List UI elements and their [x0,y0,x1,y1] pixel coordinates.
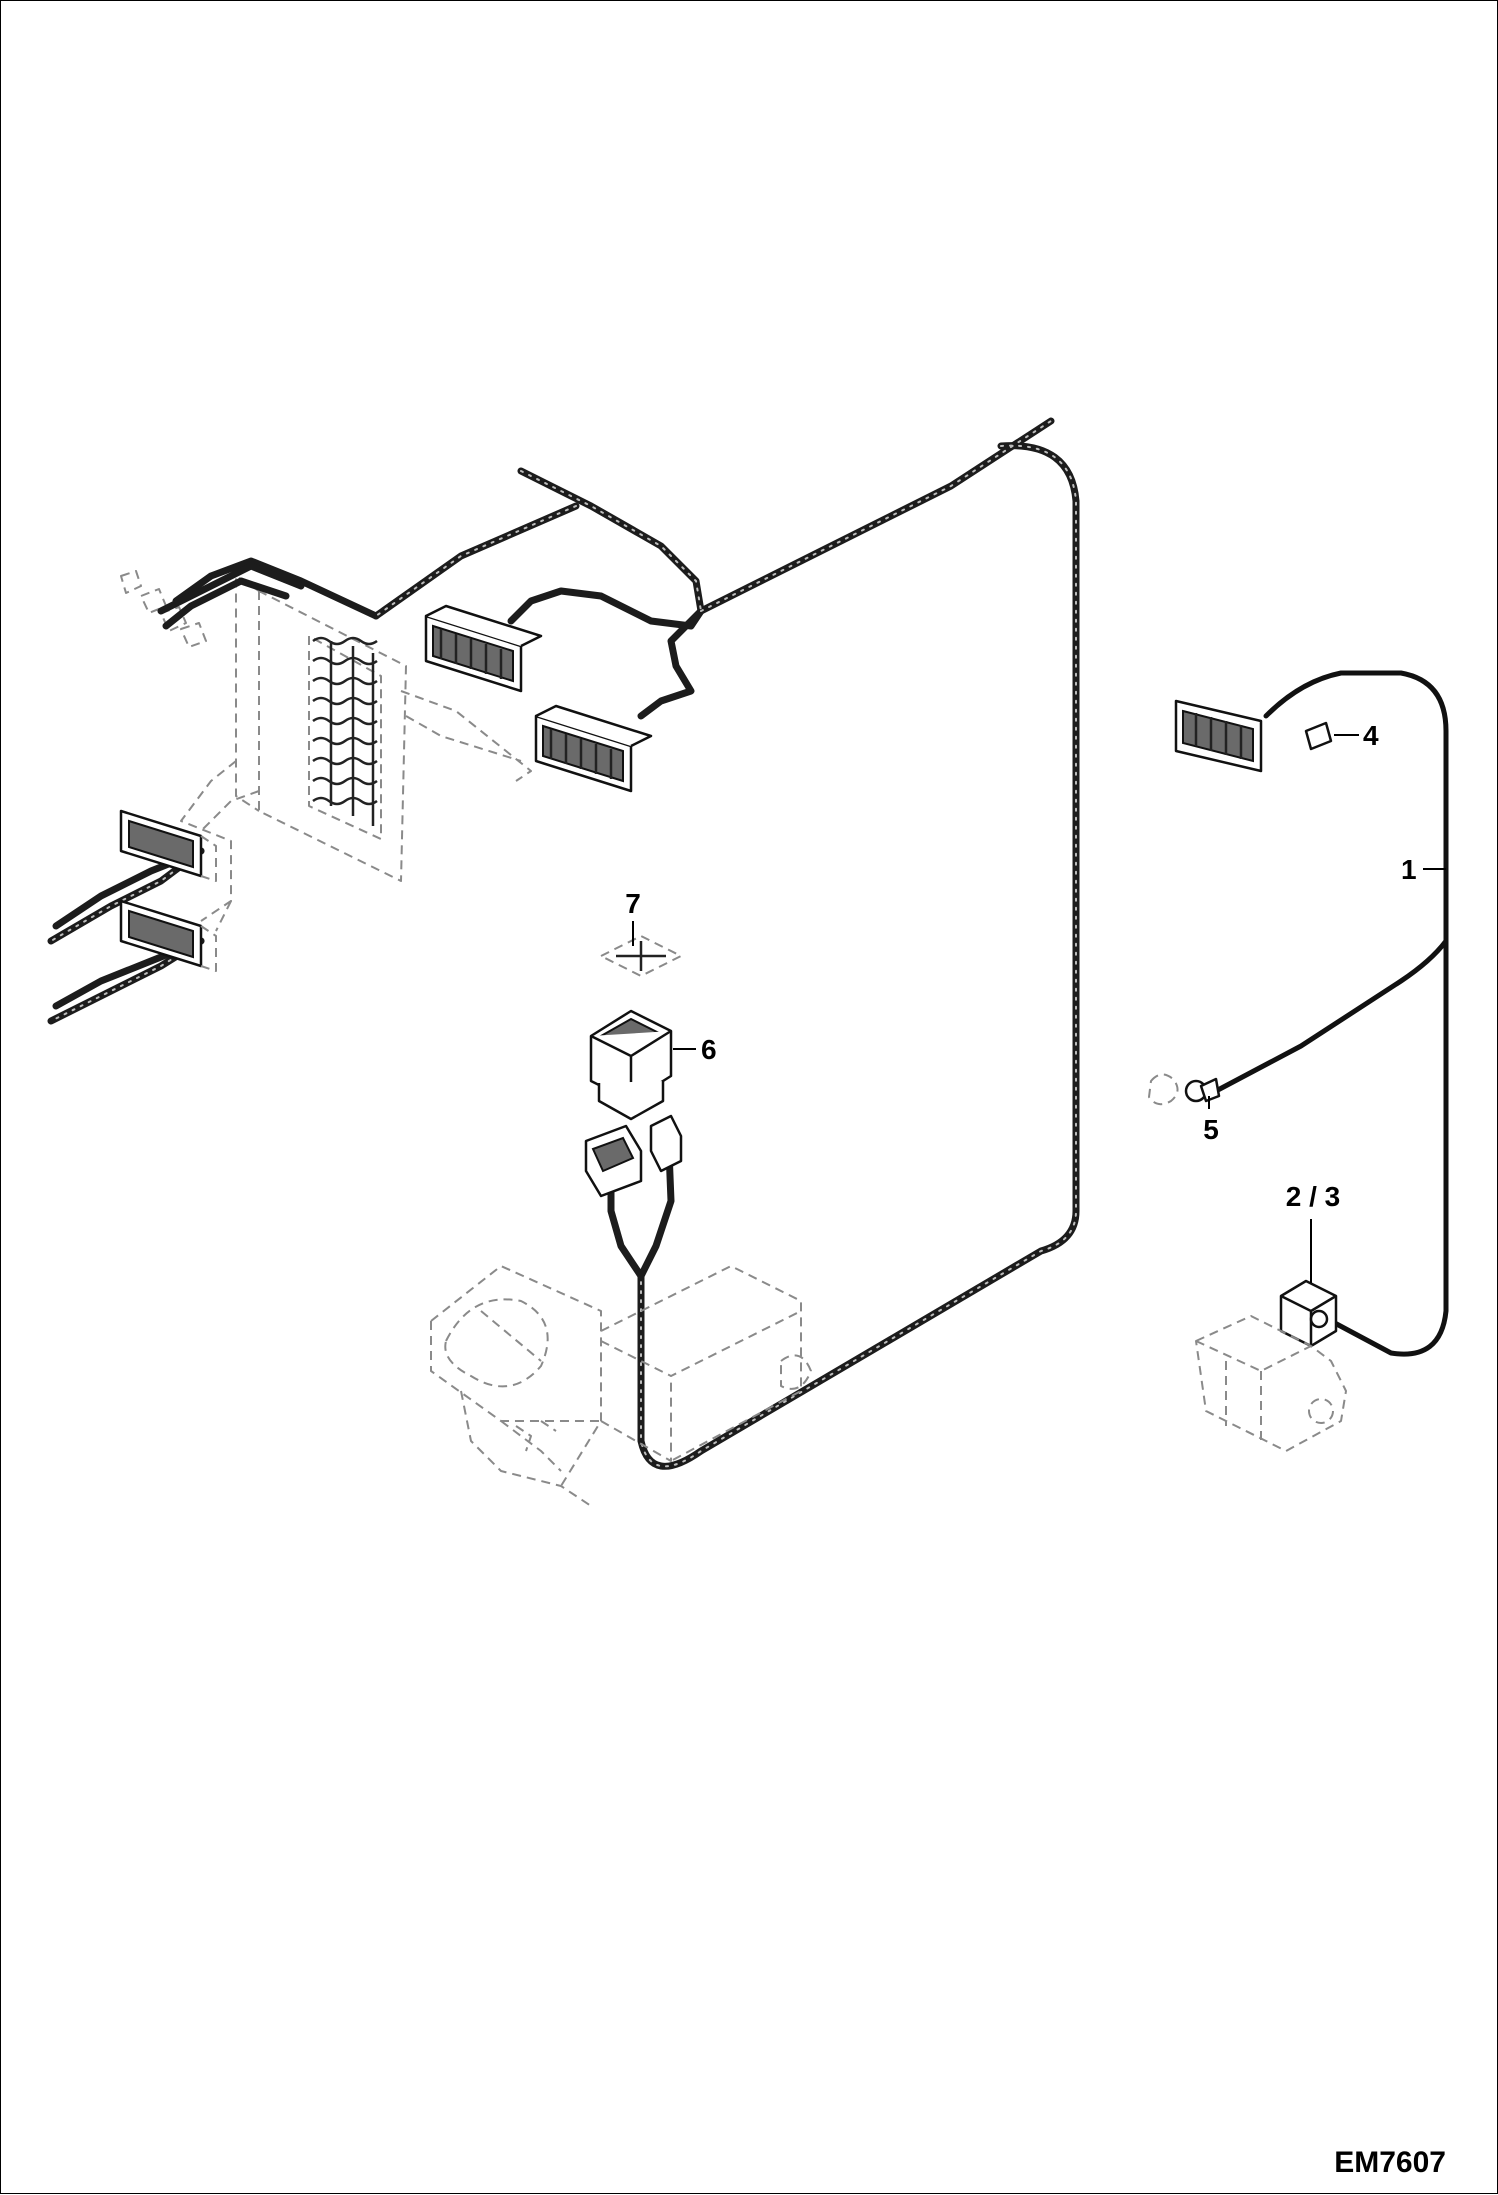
cable-1 [1213,670,1449,1357]
leader-lines [632,734,1446,1283]
callout-2-3: 2 / 3 [1286,1181,1340,1212]
switch-plugs [584,1114,683,1198]
fuse-panel-outline [180,575,532,932]
connector-4 [1174,699,1333,773]
harness-connector-c [119,809,217,882]
rocker-switch [589,1009,673,1121]
callout-6: 6 [701,1034,717,1065]
main-harness [47,417,1080,1470]
harness-connector-a [424,604,543,693]
console-outline [430,1265,812,1507]
callout-1: 1 [1401,854,1417,885]
ring-terminal-5 [1148,1073,1221,1106]
figure-code: EM7607 [1334,2146,1446,2179]
solenoid-2-3 [1279,1279,1338,1348]
callout-7: 7 [625,888,641,919]
callout-5: 5 [1203,1114,1219,1145]
harness-connector-d [119,899,217,972]
fuse-relay-grid [312,636,378,826]
callout-4: 4 [1363,720,1379,751]
valve-body-outline [1195,1315,1347,1452]
switch-pad [600,935,682,977]
harness-connector-b [534,704,653,793]
